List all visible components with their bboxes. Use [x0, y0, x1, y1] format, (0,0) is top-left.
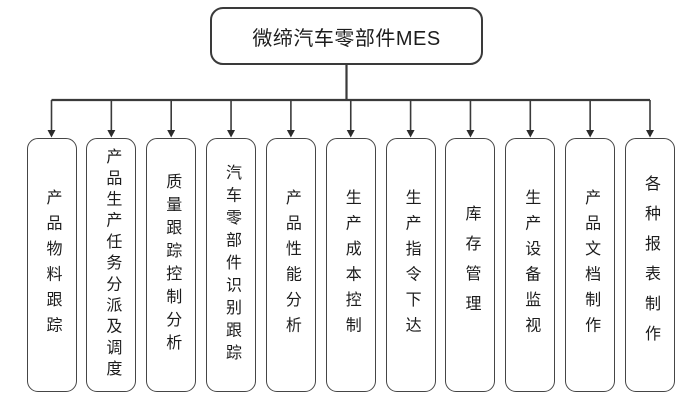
node-box-10: 产品文档制作 [565, 138, 616, 392]
node-box-4: 汽车零部件识别跟踪 [206, 138, 257, 392]
node-box-6: 生产成本控制 [325, 138, 376, 392]
node-label: 库存管理 [462, 205, 480, 325]
node-label: 产品性能分析 [282, 188, 300, 342]
node-box-9: 生产设备监视 [505, 138, 556, 392]
node-label: 各种报表制作 [642, 175, 659, 355]
node-box-1: 产品物料跟踪 [26, 138, 77, 392]
node-label: 生产设备监视 [522, 188, 540, 342]
node-box-11: 各种报表制作 [625, 138, 675, 392]
node-label: 产品生产任务分派及调度 [103, 148, 121, 382]
root-node: 微缔汽车零部件MES [210, 7, 483, 65]
node-label: 质量跟踪控制分析 [163, 173, 181, 357]
node-label: 汽车零部件识别跟踪 [223, 163, 241, 367]
root-node-label: 微缔汽车零部件MES [252, 27, 441, 50]
node-label: 产品物料跟踪 [43, 188, 61, 342]
node-box-8: 库存管理 [445, 138, 496, 392]
node-label: 产品文档制作 [582, 188, 600, 342]
node-box-5: 产品性能分析 [265, 138, 316, 392]
node-box-2: 产品生产任务分派及调度 [86, 138, 137, 392]
node-box-7: 生产指令下达 [385, 138, 436, 392]
node-label: 生产指令下达 [402, 188, 420, 342]
node-box-3: 质量跟踪控制分析 [146, 138, 197, 392]
node-label: 生产成本控制 [342, 188, 360, 342]
